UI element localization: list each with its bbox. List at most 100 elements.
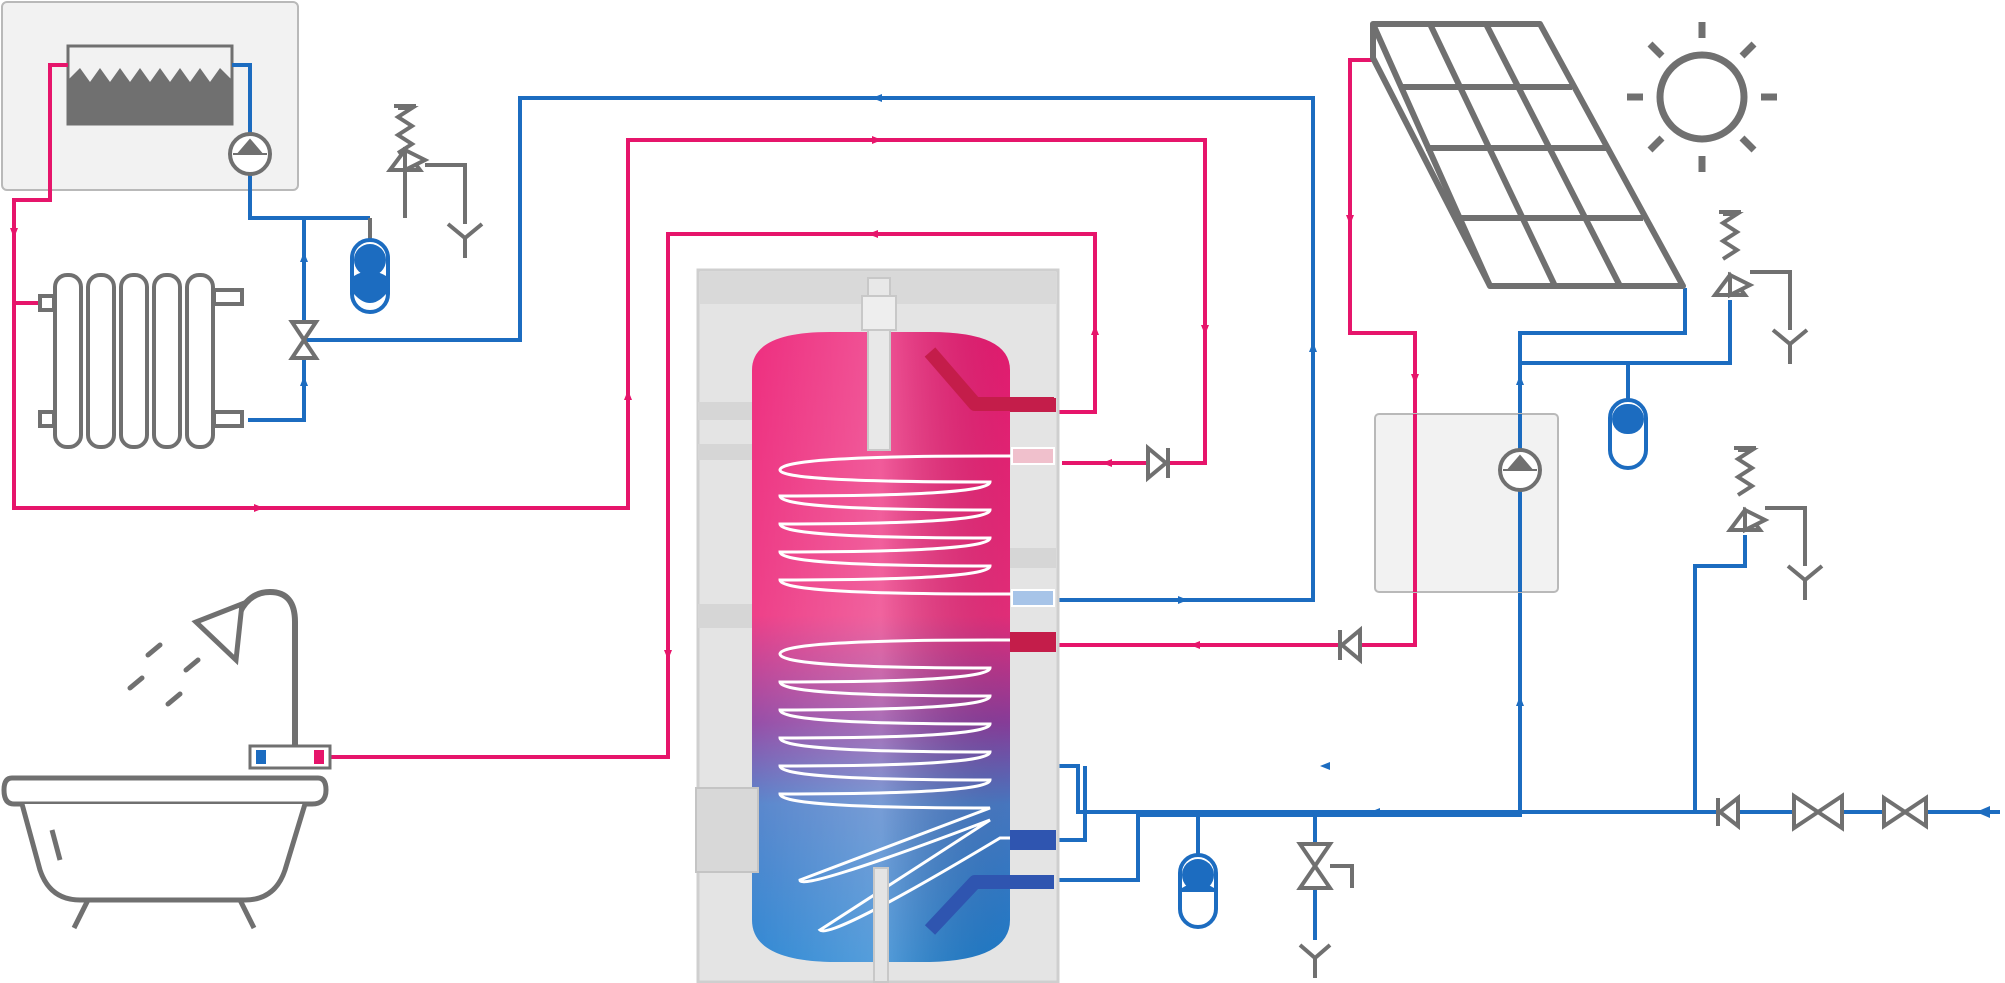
arrow-cold <box>1370 808 1380 816</box>
radiator-fin <box>185 273 215 449</box>
shut-off-valves <box>1296 792 1928 978</box>
tank-socket <box>698 604 752 628</box>
bathtub <box>1 775 329 930</box>
solar-station-cabinet <box>1374 413 1559 593</box>
shut-off-valve <box>1882 794 1928 830</box>
solar-return-pipe <box>1055 288 1687 882</box>
water-drop <box>145 642 163 658</box>
upper-heating-coil <box>778 447 1055 607</box>
radiator-fin <box>53 273 83 449</box>
solar-collector-frame <box>1370 21 1686 289</box>
shower <box>127 588 332 770</box>
radiator-outlet-valve <box>38 410 56 428</box>
mixer-cold-indicator <box>256 750 266 764</box>
bypass-riser <box>248 218 306 422</box>
solar-collector-side <box>1370 24 1493 288</box>
arrow-cold <box>1320 762 1330 770</box>
solar-pump-station <box>1374 413 1559 593</box>
sun-icon <box>1627 22 1777 172</box>
solar-flow-pipe <box>1055 58 1417 647</box>
arrow-hot <box>624 390 632 400</box>
arrow-hot <box>10 228 18 238</box>
arrow-cold <box>1516 696 1524 706</box>
check-valve-mains <box>1716 793 1740 831</box>
bathtub-foot <box>71 898 91 930</box>
radiator-fin <box>152 273 182 449</box>
boiler <box>1 1 299 191</box>
dhw-expansion-vessel <box>1178 853 1218 929</box>
solar-cell-col <box>1427 22 1558 288</box>
drain-valve <box>1296 842 1354 978</box>
solar-coil-outlet <box>1010 830 1056 850</box>
arrow-cold <box>872 94 882 102</box>
boiler-heat-exchanger <box>68 68 232 124</box>
radiator-inlet-valve <box>38 294 56 312</box>
arrow-hot <box>1190 641 1200 649</box>
arrow-hot <box>1091 325 1099 335</box>
radiator-fin <box>119 273 149 449</box>
arrow-cold <box>1309 342 1317 352</box>
solar-cell-col <box>1483 22 1623 288</box>
radiator-return-valve <box>212 410 244 428</box>
radiator-vent <box>212 288 244 306</box>
arrow-hot <box>1201 325 1209 335</box>
flow-arrows <box>10 94 1990 818</box>
shower-mixer <box>248 744 332 770</box>
arrow-cold <box>1976 806 1990 818</box>
tank-coil-return <box>1055 766 1087 842</box>
cold-supply-pipe <box>1055 764 2000 814</box>
arrow-hot <box>664 650 672 660</box>
radiator-fin <box>86 273 116 449</box>
tank-socket <box>1010 548 1056 568</box>
tank-socket <box>1010 398 1056 412</box>
solar-safety-valve <box>1711 210 1809 364</box>
bathtub-body <box>19 803 308 903</box>
arrow-hot <box>872 136 882 144</box>
tank-anode-cap <box>861 295 897 331</box>
arrow-cold <box>300 252 308 262</box>
arrow-hot <box>1346 215 1354 225</box>
mains-safety-branch <box>1693 535 1747 812</box>
check-valve-boiler-coil <box>1146 443 1170 483</box>
boiler-safety-valve <box>386 104 484 258</box>
hot-water-outlet-pipe <box>328 232 1097 759</box>
shut-off-valve <box>1792 792 1844 832</box>
boiler-expansion-vessel <box>350 218 390 314</box>
tank-flange <box>695 787 759 873</box>
mixer-hot-indicator <box>314 750 324 764</box>
shower-pipe <box>237 588 298 748</box>
shower-head <box>191 600 245 666</box>
solar-pump <box>1498 448 1542 492</box>
arrow-hot <box>1411 374 1419 384</box>
lower-solar-coil <box>778 638 1050 933</box>
boiler-return-pipe <box>304 96 1315 602</box>
arrow-hot <box>1102 459 1112 467</box>
mains-safety-valve <box>1726 446 1824 600</box>
bathtub-foot <box>237 898 257 930</box>
solar-coil-inlet <box>1010 632 1056 652</box>
mixing-valve <box>288 320 320 360</box>
cold-water-inlet <box>924 875 1054 935</box>
check-valve-solar <box>1338 625 1362 665</box>
arrow-hot <box>254 504 264 512</box>
tank-socket <box>698 444 752 460</box>
boiler-flow-pipe <box>12 63 1207 510</box>
solar-collector <box>1370 21 1686 289</box>
water-drop <box>165 691 183 707</box>
arrow-cold <box>1178 596 1188 604</box>
solar-safety-branch <box>1520 300 1732 365</box>
hot-water-storage-tank <box>695 268 1060 983</box>
arrow-hot <box>868 230 878 238</box>
check-valves <box>1146 443 1740 831</box>
tank-socket <box>698 402 752 420</box>
arrow-cold <box>1516 375 1524 385</box>
solar-expansion-vessel <box>1608 398 1648 470</box>
boiler-pump <box>228 132 272 176</box>
radiator <box>38 273 244 449</box>
bathtub-rim <box>1 775 329 807</box>
arrow-cold <box>300 376 308 386</box>
tank-sensor-well <box>873 867 889 983</box>
water-drop <box>183 657 201 673</box>
